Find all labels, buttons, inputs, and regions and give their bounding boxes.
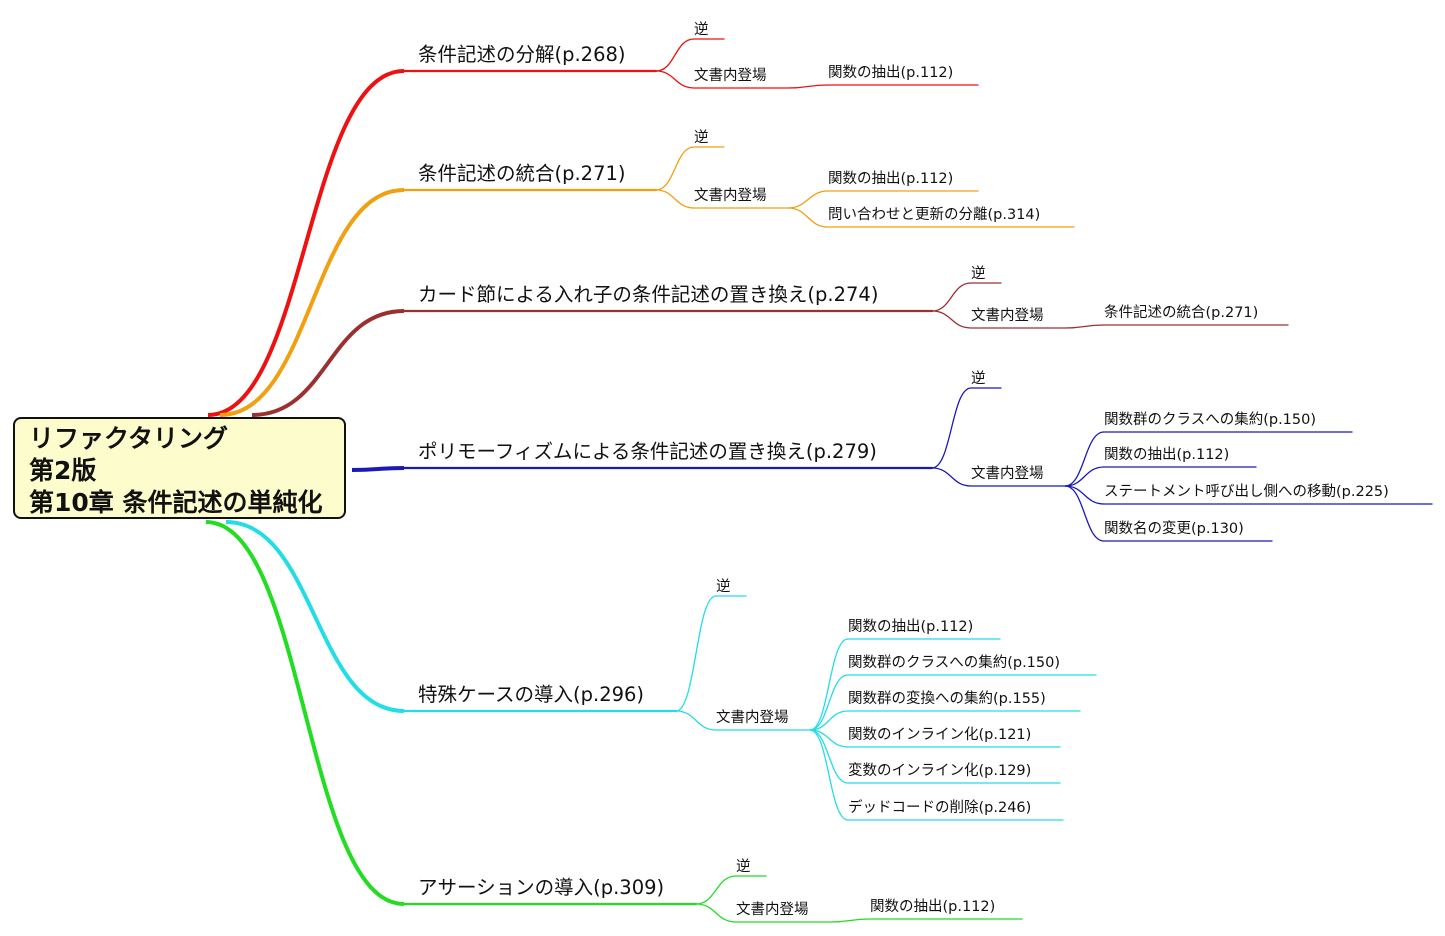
leaf-item[interactable]: 変数のインライン化(p.129): [848, 762, 1031, 779]
leaf-item[interactable]: ステートメント呼び出し側への移動(p.225): [1104, 483, 1389, 500]
leaf-item[interactable]: デッドコードの削除(p.246): [848, 798, 1031, 816]
inverse-label[interactable]: 逆: [971, 265, 986, 282]
branch-label[interactable]: カード節による入れ子の条件記述の置き換え(p.274): [418, 283, 878, 306]
root-edition: 第2版: [29, 456, 97, 485]
leaf-item[interactable]: 関数の抽出(p.112): [1104, 446, 1229, 463]
leaf-item[interactable]: 関数名の変更(p.130): [1104, 520, 1244, 537]
leaf-item[interactable]: 関数群のクラスへの集約(p.150): [848, 654, 1060, 671]
inverse-label[interactable]: 逆: [716, 578, 731, 595]
leaf-item[interactable]: 関数の抽出(p.112): [870, 898, 995, 915]
branch-label[interactable]: 条件記述の統合(p.271): [418, 162, 626, 185]
leaf-item[interactable]: 関数の抽出(p.112): [848, 618, 973, 635]
branch-6: アサーションの導入(p.309)逆文書内登場関数の抽出(p.112): [205, 520, 1023, 923]
branch-label[interactable]: アサーションの導入(p.309): [418, 876, 664, 899]
branch-label[interactable]: 条件記述の分解(p.268): [418, 43, 626, 66]
inverse-label[interactable]: 逆: [694, 129, 709, 146]
branch-1: 条件記述の分解(p.268)逆文書内登場関数の抽出(p.112): [207, 21, 979, 417]
branch-label[interactable]: 特殊ケースの導入(p.296): [418, 683, 644, 706]
branch-label[interactable]: ポリモーフィズムによる条件記述の置き換え(p.279): [418, 440, 877, 463]
appears-label[interactable]: 文書内登場: [716, 709, 789, 726]
leaf-item[interactable]: 条件記述の統合(p.271): [1104, 304, 1258, 321]
appears-label[interactable]: 文書内登場: [694, 187, 767, 204]
appears-label[interactable]: 文書内登場: [971, 307, 1044, 324]
inverse-label[interactable]: 逆: [736, 858, 751, 875]
branch-2: 条件記述の統合(p.271)逆文書内登場関数の抽出(p.112)問い合わせと更新…: [219, 129, 1075, 417]
root-node[interactable]: リファクタリング 第2版 第10章 条件記述の単純化: [13, 417, 346, 519]
leaf-item[interactable]: 問い合わせと更新の分離(p.314): [828, 205, 1040, 223]
leaf-item[interactable]: 関数のインライン化(p.121): [848, 726, 1031, 743]
leaf-item[interactable]: 関数の抽出(p.112): [828, 64, 953, 81]
root-chapter: 第10章 条件記述の単純化: [29, 488, 323, 517]
leaf-item[interactable]: 関数の抽出(p.112): [828, 170, 953, 187]
inverse-label[interactable]: 逆: [971, 370, 986, 387]
leaf-item[interactable]: 関数群の変換への集約(p.155): [848, 690, 1046, 707]
leaf-item[interactable]: 関数群のクラスへの集約(p.150): [1104, 411, 1316, 428]
root-title: リファクタリング: [29, 424, 229, 453]
appears-label[interactable]: 文書内登場: [971, 465, 1044, 482]
appears-label[interactable]: 文書内登場: [736, 901, 809, 918]
inverse-label[interactable]: 逆: [694, 21, 709, 38]
appears-label[interactable]: 文書内登場: [694, 67, 767, 84]
branch-3: カード節による入れ子の条件記述の置き換え(p.274)逆文書内登場条件記述の統合…: [251, 265, 1289, 417]
